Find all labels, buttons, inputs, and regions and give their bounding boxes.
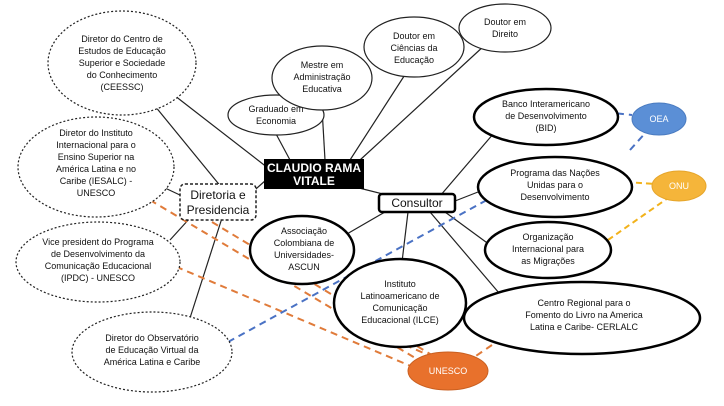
link-oim-onu xyxy=(607,197,669,241)
pnud-line-1: Unidas para o xyxy=(527,180,583,190)
node-doutor-direito: Doutor em Direito xyxy=(458,3,552,53)
observatorio-line-1: de Educação Virtual da xyxy=(106,345,199,355)
node-ceessc: Diretor do Centro de Estudos de Educação… xyxy=(47,10,197,116)
iesalc-line-4: Caribe (IESALC) - xyxy=(60,176,133,186)
director-nodes: Diretor do Centro de Estudos de Educação… xyxy=(15,10,233,393)
cerlalc-line-0: Centro Regional para o xyxy=(537,298,630,308)
ilce-line-3: Educacional (ILCE) xyxy=(361,315,439,325)
edge-center-doutor-educacao xyxy=(349,69,409,161)
ascun-line-0: Associação xyxy=(281,226,327,236)
graduado-line-1: Economia xyxy=(256,116,296,126)
oim-line-1: Internacional para xyxy=(512,244,584,254)
link-ipdc-unesco xyxy=(164,261,421,371)
degree-nodes: Graduado em Economia Mestre em Administr… xyxy=(227,3,552,136)
bid-line-2: (BID) xyxy=(536,123,557,133)
oea-label: OEA xyxy=(649,114,668,124)
bid-line-0: Banco Interamericano xyxy=(502,99,590,109)
consultor-label: Consultor xyxy=(391,196,442,210)
ilce-line-2: Comunicação xyxy=(372,303,427,313)
cerlalc-line-2: Latina e Caribe- CERLALC xyxy=(530,322,639,332)
edge-diretoria-observatorio xyxy=(189,217,223,319)
ipdc-line-2: Comunicação Educacional xyxy=(45,261,152,271)
organization-nodes: OEA ONU UNESCO xyxy=(407,102,707,391)
node-bid: Banco Interamericano de Desenvolvimento … xyxy=(472,87,620,147)
node-observatorio: Diretor do Observatório de Educação Virt… xyxy=(71,311,233,393)
ceessc-line-3: do Conhecimento xyxy=(87,70,158,80)
node-oea: OEA xyxy=(631,102,687,136)
ipdc-line-3: (IPDC) - UNESCO xyxy=(61,273,135,283)
node-pnud: Programa das Nações Unidas para o Desenv… xyxy=(476,155,634,219)
edge-diretoria-iesalc xyxy=(164,187,183,197)
iesalc-line-0: Diretor do Instituto xyxy=(59,128,133,138)
ipdc-line-0: Vice president do Programa xyxy=(42,237,153,247)
node-mestre: Mestre em Administração Educativa xyxy=(271,45,373,111)
doutor-educacao-line-2: Educação xyxy=(394,55,434,65)
edge-diretoria-ceessc xyxy=(149,99,223,189)
iesalc-line-3: América Latina e no xyxy=(56,164,136,174)
edge-consultor-oim xyxy=(444,211,491,246)
consultant-nodes: Banco Interamericano de Desenvolvimento … xyxy=(248,87,702,356)
ipdc-line-1: de Desenvolvimento da xyxy=(51,249,145,259)
observatorio-line-0: Diretor do Observatório xyxy=(105,333,199,343)
edge-consultor-cerlalc xyxy=(429,211,506,301)
ceessc-line-4: (CEESSC) xyxy=(100,82,143,92)
ilce-line-1: Latinoamericano de xyxy=(360,291,439,301)
observatorio-line-2: América Latina e Caribe xyxy=(104,357,201,367)
ascun-line-1: Colombiana de xyxy=(274,238,335,248)
ceessc-line-0: Diretor do Centro de xyxy=(81,34,163,44)
edge-consultor-ilce xyxy=(401,211,409,263)
ascun-line-3: ASCUN xyxy=(288,262,320,272)
node-iesalc: Diretor do Instituto Internacional para … xyxy=(17,116,175,218)
oim-line-2: as Migrações xyxy=(521,256,575,266)
onu-label: ONU xyxy=(669,181,689,191)
link-cerlalc-unesco xyxy=(469,344,493,361)
cerlalc-line-1: Fomento do Livro na America xyxy=(525,310,643,320)
center-line-0: CLAUDIO RAMA xyxy=(267,161,361,175)
link-iesalc-unesco xyxy=(149,199,433,369)
ilce-line-0: Instituto xyxy=(384,279,416,289)
diretoria-line-0: Diretoria e xyxy=(190,188,246,202)
oim-line-0: Organização xyxy=(522,232,573,242)
diretoria-line-1: Presidencia xyxy=(187,203,250,217)
mestre-line-0: Mestre em xyxy=(301,60,344,70)
link-pnud-oea xyxy=(629,129,649,151)
mestre-line-2: Educativa xyxy=(302,84,342,94)
iesalc-line-2: Ensino Superior na xyxy=(58,152,135,162)
node-consultor: Consultor xyxy=(377,192,457,214)
doutor-educacao-line-1: Ciências da xyxy=(390,43,437,53)
edge-consultor-bid xyxy=(439,125,501,197)
iesalc-line-1: Internacional para o xyxy=(56,140,136,150)
node-doutor-educacao: Doutor em Ciências da Educação xyxy=(363,16,465,78)
node-oim: Organização Internacional para as Migraç… xyxy=(483,220,613,280)
edge-ceessc-center xyxy=(169,91,269,169)
node-ascun: Associação Colombiana de Universidades- … xyxy=(248,214,356,286)
edge-consultor-pnud xyxy=(454,191,479,202)
ascun-line-2: Universidades- xyxy=(274,250,334,260)
ceessc-line-1: Estudos de Educação xyxy=(78,46,166,56)
node-cerlalc: Centro Regional para o Fomento do Livro … xyxy=(462,280,702,356)
node-unesco: UNESCO xyxy=(407,351,489,391)
edge-center-graduado xyxy=(274,131,291,161)
pnud-line-0: Programa das Nações xyxy=(510,168,600,178)
bid-line-1: de Desenvolvimento xyxy=(505,111,587,121)
unesco-label: UNESCO xyxy=(429,366,468,376)
node-center: CLAUDIO RAMA VITALE xyxy=(264,159,364,189)
doutor-direito-line-1: Direito xyxy=(492,29,518,39)
pnud-line-2: Desenvolvimento xyxy=(520,192,589,202)
node-diretoria: Diretoria e Presidencia xyxy=(179,183,257,221)
mestre-line-1: Administração xyxy=(293,72,350,82)
ceessc-line-2: Superior e Sociedade xyxy=(79,58,166,68)
node-ipdc: Vice president do Programa de Desenvolvi… xyxy=(15,221,181,303)
iesalc-line-5: UNESCO xyxy=(77,188,116,198)
node-onu: ONU xyxy=(651,170,707,202)
graduado-line-0: Graduado em xyxy=(248,104,303,114)
edge-center-doutor-direito xyxy=(359,44,486,161)
doutor-direito-line-0: Doutor em xyxy=(484,17,526,27)
node-ilce: Instituto Latinoamericano de Comunicação… xyxy=(332,257,468,349)
center-line-1: VITALE xyxy=(293,174,335,188)
doutor-educacao-line-0: Doutor em xyxy=(393,31,435,41)
